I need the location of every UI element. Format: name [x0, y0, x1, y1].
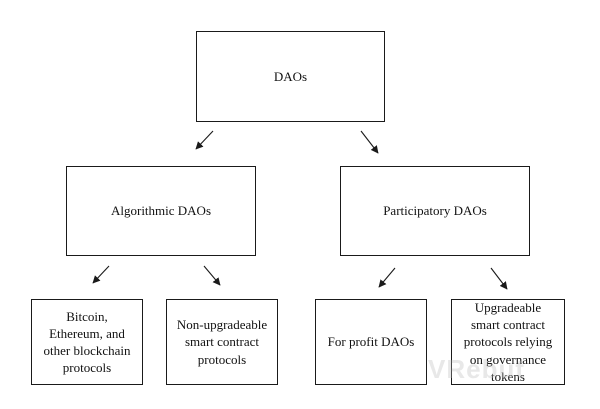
arrow-algorithmic-to-leaf1 — [92, 265, 110, 284]
node-participatory-daos-label: Participatory DAOs — [383, 203, 487, 219]
arrow-root-to-algorithmic — [195, 130, 214, 150]
leaf-node-for-profit-daos: For profit DAOs — [315, 299, 427, 385]
arrow-root-to-participatory — [360, 130, 379, 154]
root-node-label: DAOs — [273, 68, 308, 84]
leaf-node-blockchain-protocols-label: Bitcoin, Ethereum, and other blockchain … — [43, 308, 131, 376]
leaf-node-upgradeable-contracts: Upgradeable smart contract protocols rel… — [451, 299, 565, 385]
leaf-node-non-upgradeable-contracts: Non-upgradeable smart contract protocols — [166, 299, 278, 385]
arrow-participatory-to-leaf4 — [490, 267, 508, 290]
node-participatory-daos: Participatory DAOs — [340, 166, 530, 256]
node-algorithmic-daos: Algorithmic DAOs — [66, 166, 256, 256]
leaf-node-for-profit-daos-label: For profit DAOs — [327, 334, 415, 350]
node-algorithmic-daos-label: Algorithmic DAOs — [110, 203, 212, 219]
root-node-daos: DAOs — [196, 31, 385, 122]
arrow-participatory-to-leaf3 — [378, 267, 396, 288]
leaf-node-non-upgradeable-contracts-label: Non-upgradeable smart contract protocols — [176, 317, 268, 367]
arrow-algorithmic-to-leaf2 — [203, 265, 221, 286]
leaf-node-upgradeable-contracts-label: Upgradeable smart contract protocols rel… — [463, 300, 553, 384]
leaf-node-blockchain-protocols: Bitcoin, Ethereum, and other blockchain … — [31, 299, 143, 385]
